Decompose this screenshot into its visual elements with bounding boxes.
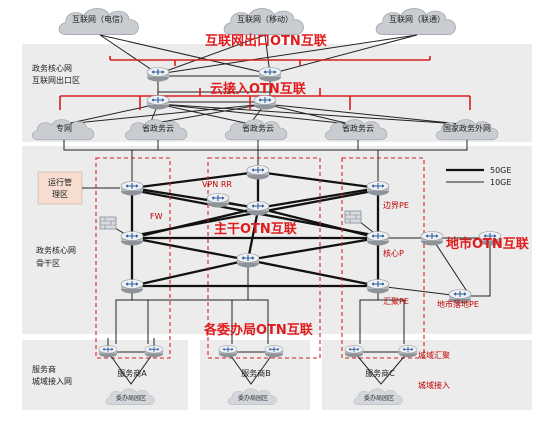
router-aggregate-right — [366, 278, 390, 294]
cloud-label-province-3: 省政务云 — [342, 123, 374, 133]
cloud-label-office-c: 委办局园区 — [364, 394, 394, 402]
otn-box-right — [341, 157, 425, 359]
internet-mobile-cloud: 互联网（移动） — [223, 8, 304, 36]
provider-b-router-right — [264, 345, 284, 358]
label-border-pe: 边界PE — [383, 200, 409, 210]
router-aggregate-left — [120, 278, 144, 294]
zone-core-backbone — [22, 146, 532, 334]
zone-label-provider-2: 城域接入网 — [32, 376, 72, 386]
cloud-label-province-2: 省政务云 — [242, 123, 274, 133]
province-cloud-2: 省政务云 — [224, 119, 288, 141]
router-city-1 — [420, 230, 444, 246]
cloud-label-mobile: 互联网（移动） — [237, 14, 293, 24]
ops-management-label-1: 运行管 — [48, 177, 72, 187]
exit-links — [65, 34, 461, 125]
provider-a-router-right — [144, 345, 164, 358]
label-metro-aggregate: 城域汇聚 — [418, 350, 450, 360]
exit-router-left — [146, 66, 170, 82]
firewall-right — [344, 210, 362, 224]
legend: 50GE 10GE — [446, 166, 511, 187]
province-cloud-3: 省政务云 — [324, 119, 388, 141]
provider-a-router-left — [98, 345, 118, 358]
title-cloud-access-otn: 云接入OTN互联 — [210, 81, 306, 97]
cloud-label-private: 专网 — [56, 123, 72, 133]
label-provider-b: 服务商B — [241, 368, 271, 378]
province-cloud-1: 省政务云 — [124, 119, 188, 141]
cloud-access-router-left — [146, 94, 170, 110]
label-provider-a: 服务商A — [117, 368, 147, 378]
zone-label-provider-1: 服务商 — [32, 364, 56, 374]
label-fw: FW — [150, 212, 163, 221]
router-trunk-upper — [246, 200, 270, 216]
label-metro-access: 城域接入 — [418, 380, 450, 390]
zone-backgrounds — [22, 44, 532, 410]
zone-label-backbone-1: 政务核心网 — [36, 245, 76, 255]
title-internet-exit-otn: 互联网出口OTN互联 — [205, 33, 327, 49]
title-trunk-otn: 主干OTN互联 — [214, 221, 297, 237]
zone-label-backbone-2: 骨干区 — [36, 259, 60, 268]
cloud-label-telecom: 互联网（电信） — [72, 14, 128, 24]
label-aggregate-pe: 汇聚PE — [383, 297, 409, 306]
cloud-access-router-right — [253, 94, 277, 110]
router-vpn-rr-small — [206, 192, 230, 208]
title-city-otn: 地市OTN互联 — [446, 236, 529, 252]
cloud-label-province-1: 省政务云 — [142, 123, 174, 133]
exit-router-right — [258, 66, 282, 82]
office-b-cloud: 委办局园区 — [227, 388, 277, 406]
otn-box-left — [95, 157, 171, 359]
internet-unicom-cloud: 互联网（联通） — [375, 8, 456, 36]
cloud-label-unicom: 互联网（联通） — [389, 14, 445, 24]
legend-thick-label: 50GE — [490, 166, 511, 175]
cloud-label-office-a: 委办局园区 — [116, 394, 146, 402]
zone-label-core-exit-2: 互联网出口区 — [32, 75, 80, 85]
title-office-otn: 各委办局OTN互联 — [203, 322, 313, 338]
provider-c-router-right — [398, 345, 418, 358]
router-border-left — [120, 180, 144, 196]
ops-management-box — [37, 171, 83, 205]
office-a-cloud: 委办局园区 — [105, 388, 155, 406]
provider-c-router-left — [344, 345, 364, 358]
private-net-cloud: 专网 — [31, 119, 95, 141]
router-core-right — [366, 230, 390, 246]
ops-management-label-2: 理区 — [52, 190, 68, 199]
firewall-left — [99, 216, 117, 230]
router-vpn-rr — [246, 164, 270, 180]
router-core-left — [120, 230, 144, 246]
legend-thin-label: 10GE — [490, 178, 511, 187]
office-c-cloud: 委办局园区 — [353, 388, 403, 406]
backbone-links — [63, 140, 491, 344]
cloud-label-office-b: 委办局园区 — [238, 394, 268, 402]
label-city-pe: 地市落地PE — [437, 299, 479, 309]
label-core-p: 核心P — [383, 248, 404, 258]
label-provider-c: 服务商C — [365, 368, 395, 378]
internet-telecom-cloud: 互联网（电信） — [58, 8, 139, 36]
router-border-right — [366, 180, 390, 196]
otn-box-center — [207, 157, 321, 359]
provider-b-router-left — [218, 345, 238, 358]
label-vpn-rr: VPN RR — [202, 180, 232, 189]
zone-label-core-exit-1: 政务核心网 — [32, 63, 72, 73]
national-extranet-cloud: 国家政务外网 — [435, 119, 499, 141]
router-trunk-lower — [236, 252, 260, 268]
cloud-label-national: 国家政务外网 — [443, 123, 491, 133]
